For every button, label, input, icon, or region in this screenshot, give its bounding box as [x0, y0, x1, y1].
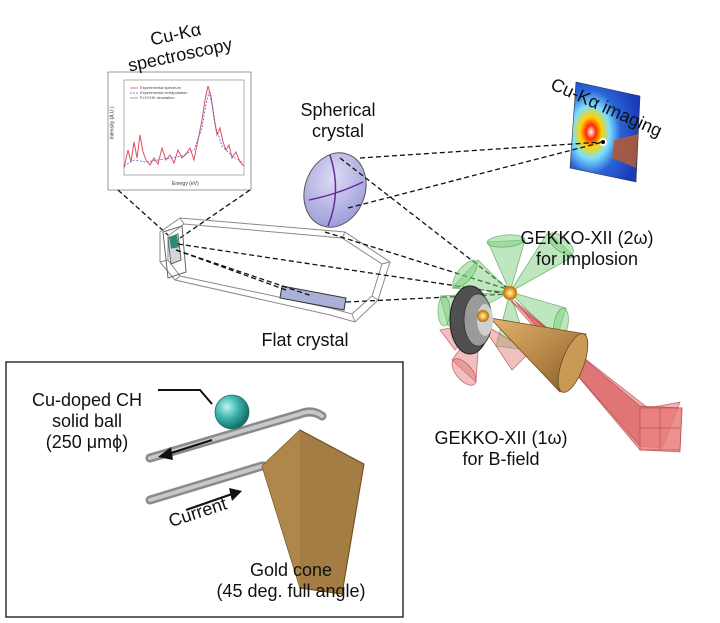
label-cu-doped-ball: Cu-doped CH solid ball (250 μmϕ) [12, 390, 162, 453]
label-spherical-crystal-line2: crystal [311, 121, 364, 141]
current-arrow-top [158, 438, 213, 460]
label-gold-cone: Gold cone (45 deg. full angle) [186, 560, 396, 602]
label-cu-doped-line1: Cu-doped CH [31, 390, 143, 410]
cu-ka-image [569, 81, 641, 183]
spectrum-x-label: Energy (eV) [172, 181, 199, 187]
label-gold-cone-line2: (45 deg. full angle) [216, 581, 366, 601]
spectrometer-housing [159, 217, 391, 323]
target-chamber [449, 285, 518, 355]
current-arrow-bottom [185, 488, 242, 512]
label-gekko-2w-line1: GEKKO-XII (2ω) [520, 228, 654, 248]
spectrum-inset [107, 71, 252, 191]
spectroscopy-sightlines [117, 189, 251, 239]
label-cu-doped-line2: solid ball [51, 411, 123, 431]
label-gekko-2w: GEKKO-XII (2ω) for implosion [502, 228, 672, 270]
label-spherical-crystal-line1: Spherical [300, 100, 376, 120]
spectrum-legend-3: FLYCHK simulation [140, 95, 175, 100]
target-inset [5, 361, 404, 618]
label-cu-doped-line3: (250 μmϕ) [45, 432, 129, 452]
label-gekko-2w-line2: for implosion [535, 249, 639, 269]
gold-cone-beam [488, 317, 589, 393]
spectrum-legend-2: Experimental extrapolation [140, 90, 188, 95]
cu-doped-ball [214, 394, 250, 430]
label-flat-crystal: Flat crystal [261, 330, 349, 350]
spectrum-legend-1: Experimental spectrum [140, 85, 181, 90]
spectrum-y-label: Intensity (A.U.) [109, 106, 116, 140]
detector-strip [169, 235, 179, 249]
flat-crystal-shape [279, 285, 347, 311]
label-gekko-1w-line2: for B-field [462, 449, 540, 469]
spectrum-blue-line [123, 91, 245, 167]
label-gekko-1w: GEKKO-XII (1ω) for B-field [416, 428, 586, 470]
spherical-crystal-shape [303, 152, 367, 228]
label-spherical-crystal: Spherical crystal [288, 100, 388, 142]
label-gold-cone-line1: Gold cone [249, 560, 333, 580]
label-gekko-1w-line1: GEKKO-XII (1ω) [434, 428, 568, 448]
